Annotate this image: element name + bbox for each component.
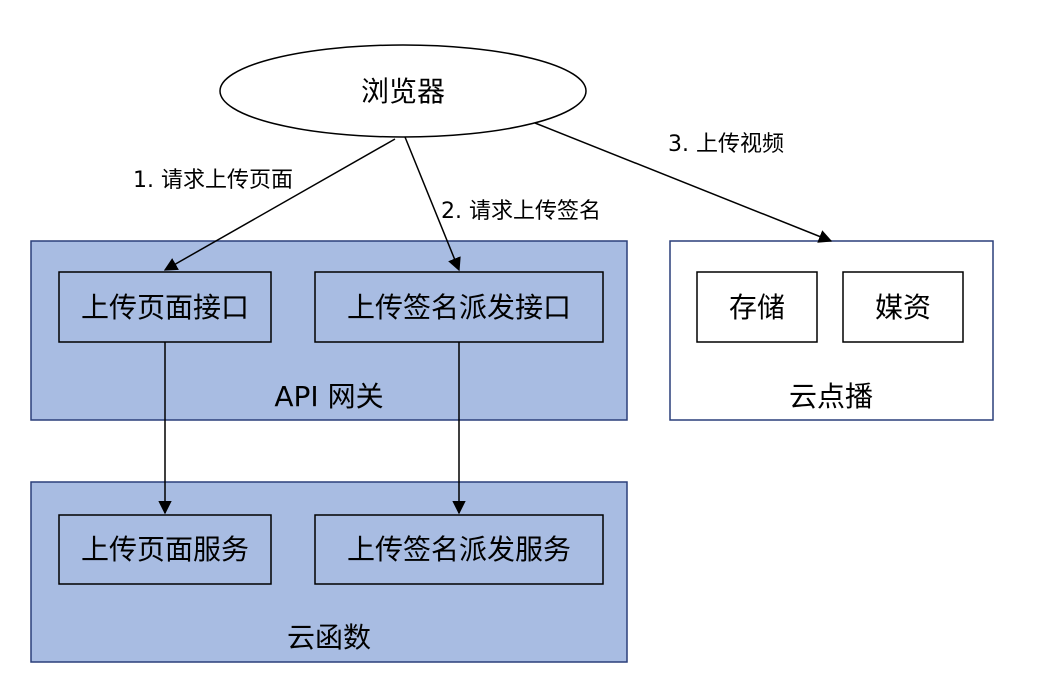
sign-dispatch-service-box — [314, 514, 604, 585]
vod-label: 云点播 — [789, 380, 873, 413]
media-label: 媒资 — [875, 291, 931, 324]
storage-box — [696, 271, 818, 343]
upload-page-service-box — [58, 514, 272, 585]
vod-panel: 存储 媒资 云点播 — [669, 240, 994, 421]
cloud-function-label: 云函数 — [287, 621, 371, 654]
sign-dispatch-api-box — [314, 271, 604, 343]
arrow-browser-to-page-api — [163, 138, 396, 271]
edge-label-request-page: 1. 请求上传页面 — [133, 168, 293, 193]
sign-dispatch-service-label: 上传签名派发服务 — [347, 533, 571, 566]
browser-label: 浏览器 — [361, 75, 445, 108]
storage-label: 存储 — [729, 291, 785, 324]
arrow-browser-to-vod — [534, 122, 833, 243]
edge-label-request-signature: 2. 请求上传签名 — [441, 199, 601, 224]
upload-page-service-label: 上传页面服务 — [81, 533, 249, 566]
api-gateway-panel: 上传页面接口 上传签名派发接口 API 网关 — [30, 240, 628, 421]
media-box — [842, 271, 964, 343]
cloud-function-panel: 上传页面服务 上传签名派发服务 云函数 — [30, 481, 628, 663]
api-gateway-label: API 网关 — [274, 380, 383, 413]
arrow-browser-to-sign-api — [404, 136, 461, 272]
sign-dispatch-api-label: 上传签名派发接口 — [347, 291, 571, 324]
edge-label-upload-video: 3. 上传视频 — [668, 132, 784, 157]
upload-page-api-label: 上传页面接口 — [81, 291, 249, 324]
browser-node: 浏览器 — [219, 44, 587, 138]
upload-page-api-box — [58, 271, 272, 343]
